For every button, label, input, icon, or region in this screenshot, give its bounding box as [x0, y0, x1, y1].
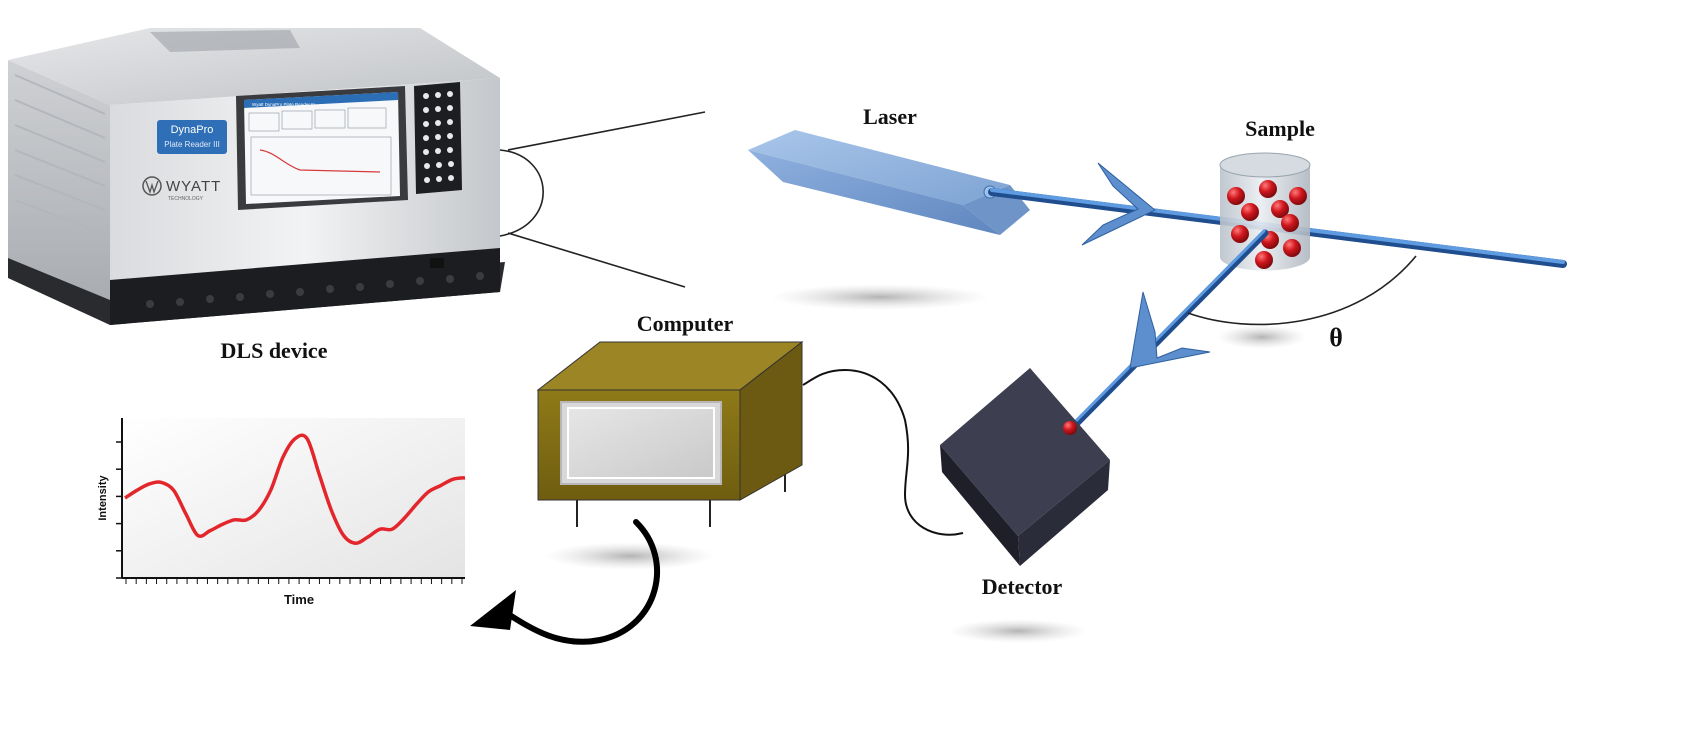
dls-device-illustration: DynaPro Plate Reader III WYATT TECHNOLOG… [8, 28, 505, 325]
laser-shadow [770, 284, 990, 310]
label-sample: Sample [1245, 116, 1315, 141]
brand-badge [157, 120, 227, 154]
output-arrow-icon [470, 519, 661, 645]
logo-subtext: TECHNOLOGY [168, 196, 204, 202]
logo-text: WYATT [166, 178, 221, 195]
brand-line1: DynaPro [171, 124, 214, 136]
power-switch-icon [430, 258, 444, 268]
sample-shadow [1217, 325, 1307, 349]
label-detector: Detector [982, 574, 1063, 599]
scatter-direction-arrow-icon [1129, 291, 1211, 369]
data-cable [802, 368, 964, 536]
zoom-callout [499, 111, 706, 288]
label-laser: Laser [863, 104, 917, 129]
computer-box [536, 340, 804, 527]
x-axis-label: Time [284, 592, 314, 607]
incident-direction-arrow-icon [1081, 162, 1156, 246]
detector-shadow [948, 619, 1088, 643]
scattering-angle-arc [1187, 255, 1417, 326]
y-axis-ticks [116, 441, 122, 579]
x-axis-ticks [125, 578, 463, 584]
intensity-series-line [124, 433, 466, 545]
label-theta: θ [1329, 323, 1343, 352]
laser-illustration [748, 130, 1030, 235]
brand-line2: Plate Reader III [164, 140, 220, 149]
device-screen [244, 92, 400, 204]
screen-title: Wyatt DynaPro Plate Reader III [252, 102, 315, 107]
scattered-beam [1068, 229, 1269, 432]
wyatt-logo-icon [142, 176, 162, 196]
detector-box [940, 368, 1110, 566]
label-dls-device: DLS device [221, 338, 328, 363]
computer-shadow [545, 542, 715, 570]
intensity-chart: Time Intensity [97, 418, 466, 607]
y-axis-label: Intensity [97, 475, 109, 521]
computer-screen [567, 407, 715, 479]
label-computer: Computer [637, 311, 734, 336]
sample-particles [1227, 180, 1307, 269]
